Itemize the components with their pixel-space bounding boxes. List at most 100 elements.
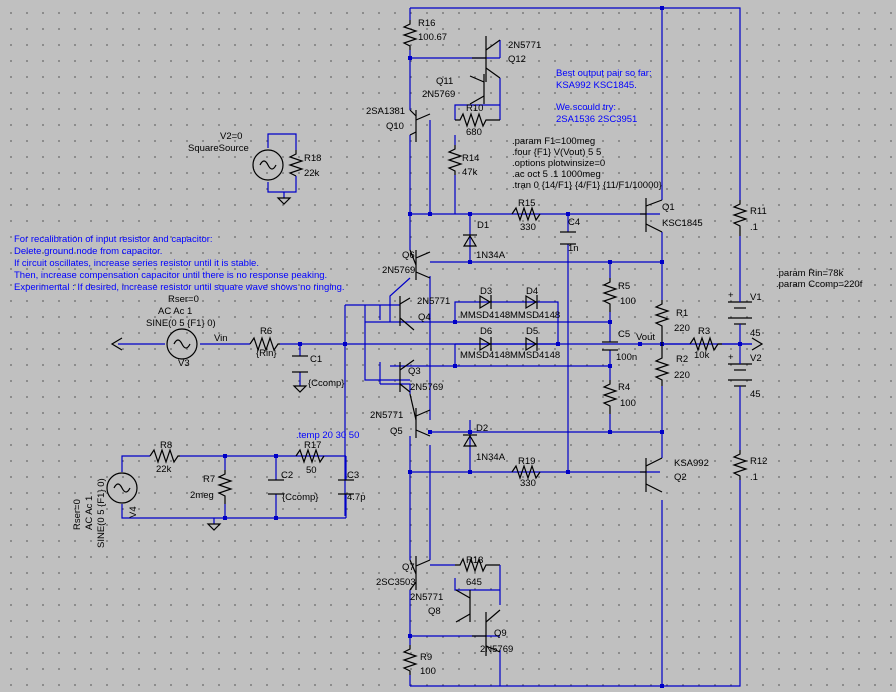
resistor-r7[interactable] <box>217 470 233 504</box>
resistor-r9[interactable] <box>402 645 418 675</box>
resistor-r11[interactable] <box>732 200 748 236</box>
label-q8: Q8 <box>428 606 441 617</box>
label-r11-value: .1 <box>750 222 758 233</box>
battery-v2[interactable]: + <box>728 344 752 400</box>
label-r17-value: 50 <box>306 465 317 476</box>
resistor-r6[interactable] <box>249 336 280 352</box>
transistor-q3[interactable] <box>399 359 415 393</box>
transistor-q6[interactable] <box>409 249 431 280</box>
battery-v1[interactable]: + <box>728 286 752 344</box>
label-r3: R3 <box>698 326 710 337</box>
label-r2-value: 220 <box>674 370 690 381</box>
label-r18: R18 <box>304 153 321 164</box>
directive-ac: .ac oct 5 .1 1000meg <box>512 169 601 180</box>
label-r14-value: 47k <box>462 167 478 178</box>
transistor-q2[interactable] <box>640 457 663 493</box>
note-recal-4: Then, increase compensation capacitor un… <box>14 270 327 281</box>
resistor-r14[interactable] <box>447 145 463 175</box>
transistor-q9[interactable] <box>472 609 501 656</box>
svg-text:+: + <box>728 290 734 301</box>
label-vout: Vout <box>636 332 655 343</box>
label-v4-ac: AC Ac 1 <box>84 496 95 530</box>
label-v2-value: 45 <box>750 389 761 400</box>
label-d2: D2 <box>476 423 488 434</box>
transistor-q4[interactable] <box>399 296 415 331</box>
transistor-q7[interactable] <box>409 556 431 591</box>
resistor-r15[interactable] <box>511 206 541 222</box>
directive-param-f1: .param F1=100meg <box>512 136 595 147</box>
capacitor-c1[interactable] <box>292 355 308 373</box>
label-v3-rser: Rser=0 <box>168 294 199 305</box>
note-recal-3: If circuit oscillates, increase series r… <box>14 258 259 269</box>
resistor-r19[interactable] <box>511 464 541 480</box>
directive-param-ccomp: .param Ccomp=220f <box>776 279 863 290</box>
label-r1-value: 220 <box>674 323 690 334</box>
directive-tran: .tran 0 {14/F1} {4/F1} {11/F1/10000} <box>512 180 662 191</box>
diode-d4[interactable] <box>525 294 538 310</box>
transistor-q8[interactable] <box>455 589 471 623</box>
capacitor-c2[interactable] <box>268 479 284 495</box>
label-r16-value: 100.67 <box>418 32 447 43</box>
label-v4: V4 <box>128 506 139 518</box>
label-r4: R4 <box>618 382 630 393</box>
diode-d2[interactable] <box>462 434 478 447</box>
label-sq-top: V2=0 <box>220 131 242 142</box>
directive-param-rin: .param Rin=78k <box>776 268 844 279</box>
diode-d3[interactable] <box>479 294 492 310</box>
note-try-1: We scould try: <box>556 102 616 113</box>
resistor-r12[interactable] <box>732 450 748 480</box>
spice-directives[interactable]: .param F1=100meg .four {F1} V(Vout) 5 5 … <box>296 136 863 441</box>
label-r8: R8 <box>160 440 172 451</box>
label-r9-value: 100 <box>420 666 436 677</box>
resistor-r1[interactable] <box>654 300 670 344</box>
label-c2-value: {Ccomp} <box>282 492 318 503</box>
label-q10: Q10 <box>386 121 404 132</box>
resistor-r3[interactable] <box>689 336 722 352</box>
label-c2: C2 <box>281 470 293 481</box>
label-r3-value: 10k <box>694 350 710 361</box>
label-r9: R9 <box>420 652 432 663</box>
resistor-r4[interactable] <box>602 380 618 414</box>
resistor-r8[interactable] <box>149 448 180 464</box>
label-r4-value: 100 <box>620 398 636 409</box>
source-square[interactable] <box>252 149 284 181</box>
diode-d5[interactable] <box>525 336 538 352</box>
transistor-q11[interactable] <box>469 74 485 105</box>
transistor-q1[interactable] <box>640 198 663 233</box>
diode-d1[interactable] <box>462 234 478 247</box>
svg-text:+: + <box>728 352 734 363</box>
label-q1-type: KSC1845 <box>662 218 703 229</box>
capacitor-c3[interactable] <box>338 479 354 495</box>
capacitor-c4[interactable] <box>560 231 576 245</box>
resistor-r5[interactable] <box>602 278 618 312</box>
capacitor-c5[interactable] <box>602 341 618 351</box>
label-r2: R2 <box>676 354 688 365</box>
resistor-r16[interactable] <box>402 20 418 50</box>
resistor-r10[interactable] <box>455 112 500 128</box>
port-vout[interactable] <box>751 337 764 351</box>
label-q11-type: 2N5769 <box>422 89 455 100</box>
label-r19: R19 <box>518 456 535 467</box>
resistor-r17[interactable] <box>295 448 325 464</box>
resistor-r13[interactable] <box>455 557 500 573</box>
transistor-q12[interactable] <box>472 36 501 82</box>
label-q9b: Q9 <box>494 628 507 639</box>
label-q1: Q1 <box>662 202 675 213</box>
diode-d6[interactable] <box>479 336 492 352</box>
label-r11: R11 <box>750 206 767 217</box>
resistor-r2[interactable] <box>654 344 670 386</box>
label-r6: R6 <box>260 326 272 337</box>
source-v4[interactable] <box>106 472 138 504</box>
transistor-q10[interactable] <box>409 109 431 142</box>
label-r12: R12 <box>750 456 767 467</box>
label-r13: R13 <box>466 555 483 566</box>
label-v4-rser: Rser=0 <box>72 499 83 530</box>
transistor-q5[interactable] <box>409 393 431 438</box>
label-r14: R14 <box>462 153 479 164</box>
label-d6: D6 <box>480 326 492 337</box>
resistor-r18[interactable] <box>288 150 304 177</box>
source-v3[interactable] <box>166 328 198 360</box>
port-vin[interactable] <box>110 337 123 351</box>
